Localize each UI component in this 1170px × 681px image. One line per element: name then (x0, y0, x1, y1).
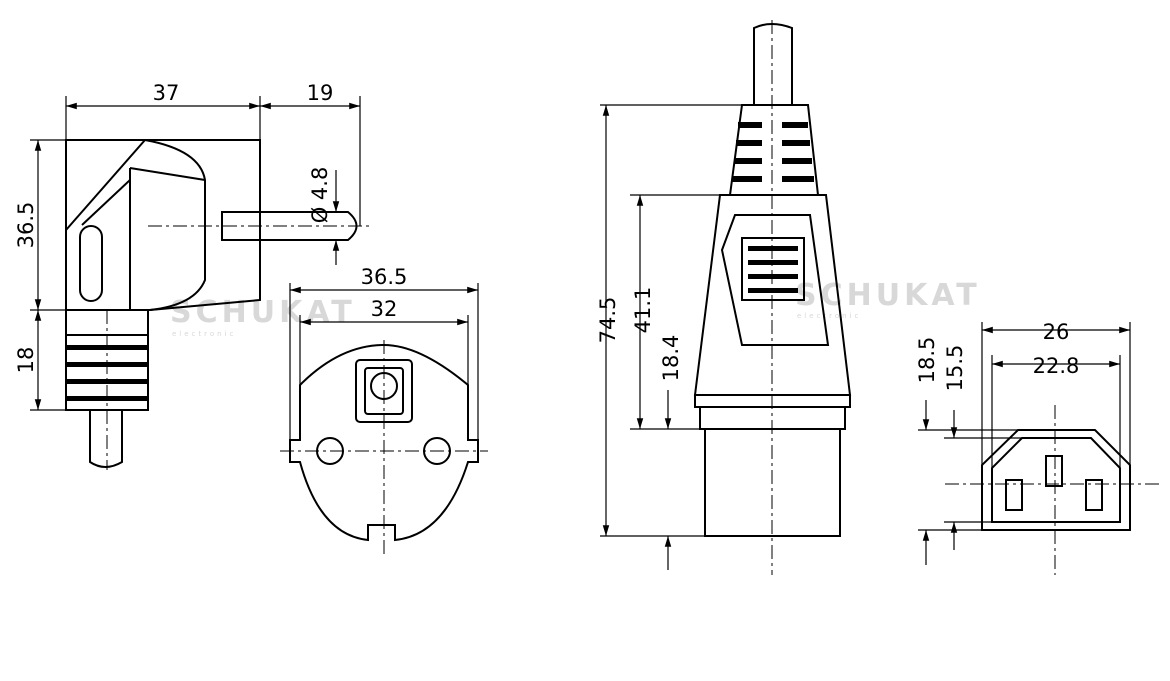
dim-face-inner: 32 (371, 297, 398, 321)
dim-outer-height: 18.5 (915, 337, 939, 384)
plug-side-view: 37 19 Ø 4.8 36.5 18 (14, 81, 372, 470)
connector-face-view: 26 22.8 18.5 15.5 (915, 320, 1160, 575)
watermark-left: SCHUKAT electronic (170, 295, 356, 338)
dim-pin-length: 19 (307, 81, 334, 105)
dim-head-length: 18.4 (659, 335, 683, 382)
watermark-sub: electronic (797, 312, 861, 320)
dim-height: 36.5 (14, 202, 38, 249)
dim-width: 37 (153, 81, 180, 105)
dim-total-length: 74.5 (596, 297, 620, 344)
watermark-right: SCHUKAT electronic (795, 278, 981, 320)
dim-grip: 18 (14, 347, 38, 374)
dim-pin-diameter: Ø 4.8 (308, 167, 332, 224)
dim-body-length: 41.1 (631, 287, 655, 334)
dim-inner-height: 15.5 (943, 345, 967, 392)
plug-face-view: 36.5 32 (280, 265, 488, 555)
dim-outer-width: 26 (1043, 320, 1070, 344)
connector-side-view: 74.5 41.1 18.4 (596, 20, 852, 575)
watermark-sub: electronic (172, 330, 236, 338)
dim-inner-width: 22.8 (1033, 354, 1080, 378)
watermark-brand: SCHUKAT (795, 278, 981, 313)
dim-face-outer: 36.5 (361, 265, 408, 289)
watermark-brand: SCHUKAT (170, 295, 356, 330)
